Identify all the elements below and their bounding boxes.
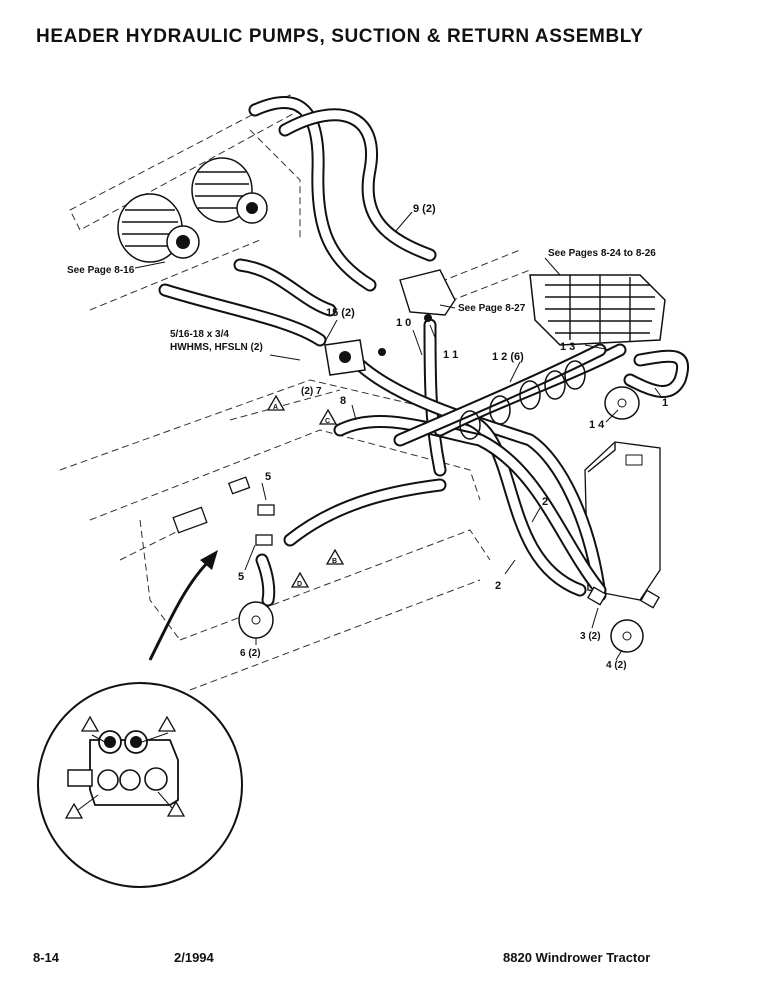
callout-2-lower: 2 xyxy=(495,580,501,592)
callout-9: 9 (2) xyxy=(413,203,436,215)
bolt-spec-line1: 5/16-18 x 3/4 xyxy=(170,329,229,340)
callout-7: (2) 7 xyxy=(301,386,322,397)
footer-page-number: 8-14 xyxy=(33,950,60,965)
suction-manifold xyxy=(324,339,386,376)
callout-14: 1 4 xyxy=(589,419,605,431)
callout-15: 15 (2) xyxy=(326,307,355,319)
ref-page-8-27: See Page 8-27 xyxy=(458,303,526,314)
bolt-spec-line2: HWHMS, HFSLN (2) xyxy=(170,342,263,353)
grommet-6 xyxy=(238,601,274,639)
callout-6: 6 (2) xyxy=(240,648,261,659)
port-markers-main xyxy=(266,394,345,588)
hose-clamps xyxy=(459,360,586,440)
callout-5-upper: 5 xyxy=(265,471,271,483)
hydraulic-pump-right xyxy=(191,157,268,224)
port-b-label: B xyxy=(332,558,337,565)
filter-valve xyxy=(399,269,456,322)
hydraulic-pump-left xyxy=(117,193,200,263)
elbow-fitting xyxy=(587,586,660,609)
callout-8: 8 xyxy=(340,395,346,407)
footer-date: 2/1994 xyxy=(174,950,214,965)
callout-2-upper: 2 xyxy=(542,496,548,508)
pump-bank xyxy=(529,274,666,346)
port-d-label: D xyxy=(297,581,302,588)
leader-lines xyxy=(134,211,663,661)
valve-detail-inset xyxy=(37,550,243,888)
callout-10: 1 0 xyxy=(396,317,411,329)
grommet-14 xyxy=(604,386,640,420)
ref-page-8-16: See Page 8-16 xyxy=(67,265,135,276)
callout-5-lower: 5 xyxy=(238,571,244,583)
chassis-outline xyxy=(59,94,531,691)
callout-12: 1 2 (6) xyxy=(492,351,524,363)
callout-4: 4 (2) xyxy=(606,660,627,671)
port-a-label: A xyxy=(273,404,278,411)
ref-pages-8-24-to-8-26: See Pages 8-24 to 8-26 xyxy=(548,248,656,259)
callout-13: 1 3 xyxy=(560,341,575,353)
hydraulic-tank xyxy=(584,441,661,601)
grommet-4 xyxy=(610,619,644,653)
callout-3: 3 (2) xyxy=(580,631,601,642)
callout-1: 1 xyxy=(662,397,668,409)
tee-fittings xyxy=(172,476,275,546)
footer-model: 8820 Windrower Tractor xyxy=(503,950,651,965)
page-title: HEADER HYDRAULIC PUMPS, SUCTION & RETURN… xyxy=(36,26,644,47)
port-c-label: C xyxy=(325,418,330,425)
callout-11: 1 1 xyxy=(443,349,458,361)
